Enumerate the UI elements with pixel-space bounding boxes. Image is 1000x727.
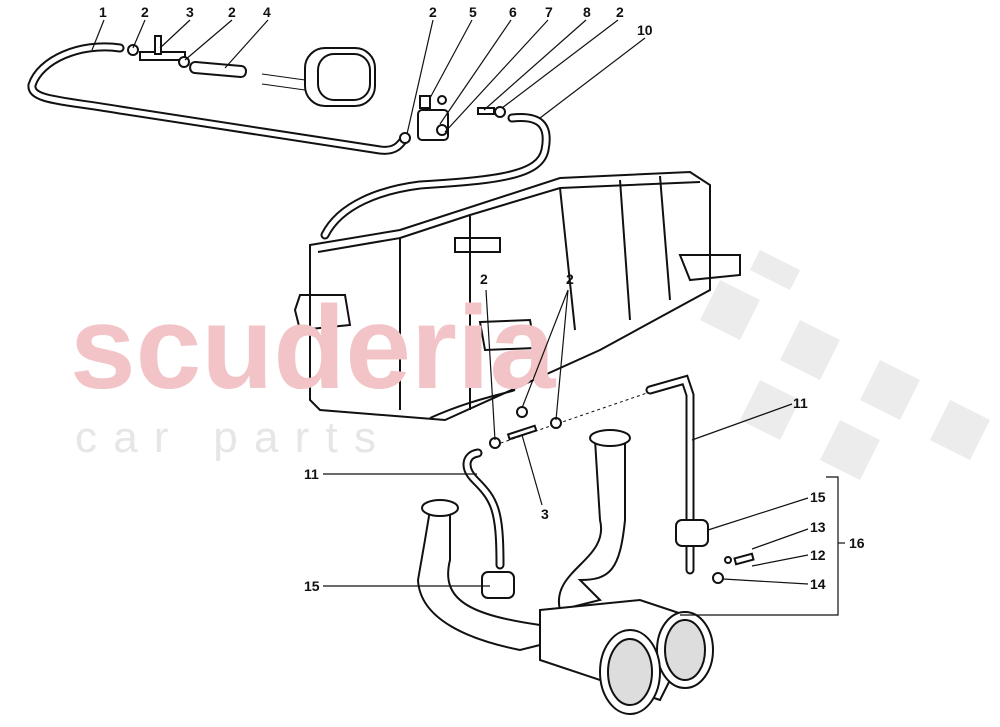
callout-6: 6 <box>509 4 517 20</box>
callout-13: 13 <box>810 519 826 535</box>
tee-fitting <box>506 424 538 441</box>
hose-4 <box>189 60 247 79</box>
rubber-mount <box>675 519 709 547</box>
rubber-mount <box>481 571 515 599</box>
lower-hoses <box>462 374 695 575</box>
callout-8: 8 <box>583 4 591 20</box>
elbow-fitting <box>419 95 431 109</box>
callout-15: 15 <box>810 489 826 505</box>
callout-16: 16 <box>849 535 865 551</box>
breather-hose <box>27 35 551 240</box>
callout-11: 11 <box>793 395 808 411</box>
watermark: scuderia c a r p a r t s <box>70 282 557 462</box>
callout-3: 3 <box>186 4 194 20</box>
leader-lines <box>91 19 845 616</box>
callout-labels: 1 2 3 2 4 2 5 6 7 8 2 10 2 2 11 11 3 15 … <box>99 4 865 594</box>
tank <box>293 170 741 422</box>
callout-2: 2 <box>429 4 437 20</box>
callout-7: 7 <box>545 4 553 20</box>
watermark-brand: scuderia <box>70 282 557 414</box>
hose-clamp <box>127 44 139 56</box>
hose-clamp <box>494 106 506 118</box>
callout-4: 4 <box>263 4 271 20</box>
callout-1: 1 <box>99 4 107 20</box>
callout-14: 14 <box>810 576 826 592</box>
hose-clamp <box>399 132 411 144</box>
callout-2: 2 <box>228 4 236 20</box>
tee-fitting <box>139 51 186 61</box>
callout-10: 10 <box>637 22 653 38</box>
callout-2: 2 <box>616 4 624 20</box>
callout-2: 2 <box>566 271 574 287</box>
callout-12: 12 <box>810 547 826 563</box>
callout-11: 11 <box>304 466 319 482</box>
checker-flag <box>700 250 990 480</box>
watermark-sub: c a r p a r t s <box>75 413 378 462</box>
callout-5: 5 <box>469 4 477 20</box>
exhaust <box>416 429 755 715</box>
callout-15: 15 <box>304 578 320 594</box>
callout-2: 2 <box>480 271 488 287</box>
callout-2: 2 <box>141 4 149 20</box>
callout-3: 3 <box>541 506 549 522</box>
